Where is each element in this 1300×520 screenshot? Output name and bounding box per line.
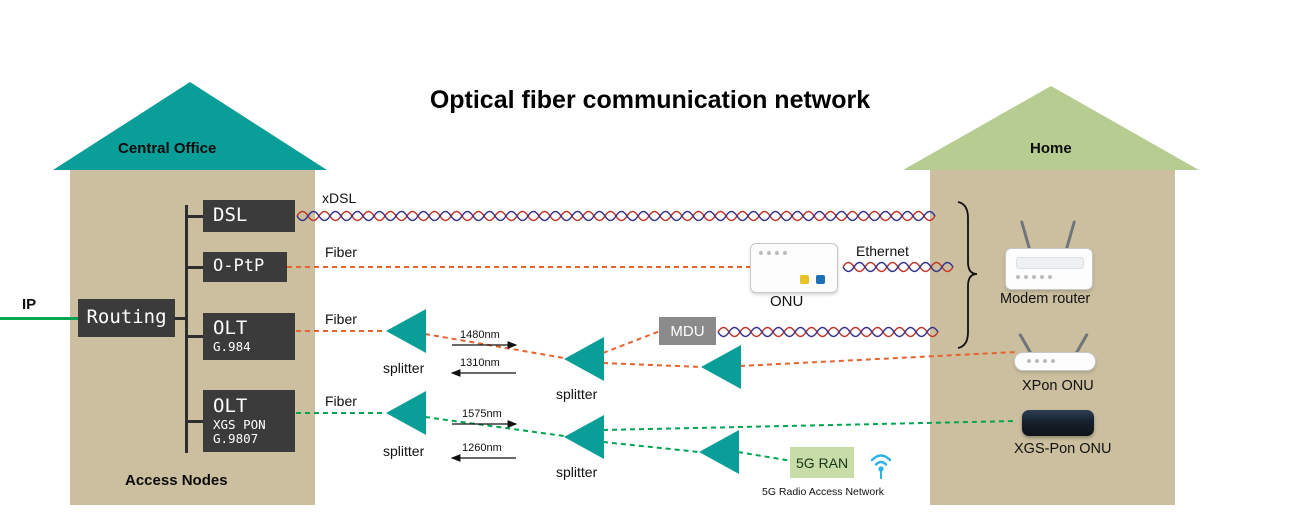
home-label: Home (1030, 140, 1072, 157)
modem-router-label: Modem router (1000, 291, 1091, 307)
modem-router-device (1000, 218, 1096, 292)
antenna-icon (1019, 220, 1032, 250)
onu-blue-port-icon (816, 275, 825, 284)
splitter-icon-xgs-1 (386, 391, 426, 435)
splitter-icon-gpon-2 (564, 337, 604, 381)
splitter-label-gpon-1: splitter (383, 360, 425, 376)
bus-stub-optp (187, 266, 203, 269)
fiber-splitter2-to-splitter3 (602, 362, 702, 368)
olt-xgs-node-box: OLT (213, 394, 248, 417)
fiber-xgs-splitter2-to-splitter3 (602, 441, 700, 453)
wavelength-1480-label: 1480nm (460, 329, 500, 341)
splitter-icon-xgs-2 (564, 415, 604, 459)
xgspon-onu-device (1022, 410, 1094, 436)
bus-stub-olt1 (187, 335, 203, 338)
5g-ran-box: 5G RAN (790, 447, 854, 478)
olt-g984-standard: G.984 (213, 339, 251, 355)
olt-xgs-type: XGS PON (213, 416, 266, 432)
splitter-label-xgs-1: splitter (383, 443, 425, 459)
wavelength-1575-label: 1575nm (462, 408, 502, 420)
splitter-label-gpon-2: splitter (556, 386, 598, 402)
5g-ran-label: 5G RAN (795, 454, 849, 471)
access-nodes-label: Access Nodes (125, 472, 228, 489)
olt-g984-node-box: OLT (213, 317, 248, 340)
mdu-twisted-pair (717, 326, 939, 338)
splitter-icon-gpon-3 (701, 345, 741, 389)
dsl-node-box: DSL (213, 204, 248, 227)
xpon-onu-label: XPon ONU (1022, 378, 1094, 394)
xdsl-label: xDSL (322, 190, 357, 206)
onu-yellow-port-icon (800, 275, 809, 284)
optp-node-box: O-PtP (213, 256, 265, 277)
mdu-label: MDU (670, 322, 705, 340)
fiber-label-optp: Fiber (325, 244, 357, 260)
splitter-label-xgs-2: splitter (556, 464, 598, 480)
central-office-label: Central Office (118, 140, 217, 157)
ip-line (0, 317, 78, 320)
ip-label: IP (22, 296, 37, 313)
bus-stub-olt2 (187, 420, 203, 423)
wifi-antenna-icon (870, 454, 892, 479)
home-roof-icon (903, 86, 1199, 170)
bus-stub-dsl (187, 215, 203, 218)
central-office-roof-icon (53, 82, 327, 170)
access-bus-line (185, 205, 188, 453)
wavelength-1260-label: 1260nm (462, 442, 502, 454)
splitter-icon-gpon-1 (386, 309, 426, 353)
wavelength-1310-label: 1310nm (460, 357, 500, 369)
fiber-label-gpon: Fiber (325, 311, 357, 327)
fiber-splitter2-to-mdu (602, 330, 661, 354)
xpon-onu-device (1012, 330, 1096, 372)
olt-xgs-standard: G.9807 (213, 430, 259, 446)
5g-ran-caption: 5G Radio Access Network (762, 486, 884, 498)
fiber-splitter3-to-ran (737, 451, 793, 462)
splitter-icon-xgs-3 (699, 430, 739, 474)
fiber-label-xgs: Fiber (325, 393, 357, 409)
ethernet-label: Ethernet (856, 243, 909, 259)
routing-box: Routing (86, 306, 167, 329)
routing-connector (175, 317, 187, 320)
antenna-icon (1064, 220, 1077, 250)
xgspon-onu-label: XGS-Pon ONU (1014, 441, 1112, 457)
page-title: Optical fiber communication network (429, 86, 871, 114)
onu-device (750, 243, 838, 293)
mdu-box: MDU (659, 317, 716, 345)
xdsl-twisted-pair (296, 210, 936, 222)
onu-label: ONU (770, 293, 804, 310)
